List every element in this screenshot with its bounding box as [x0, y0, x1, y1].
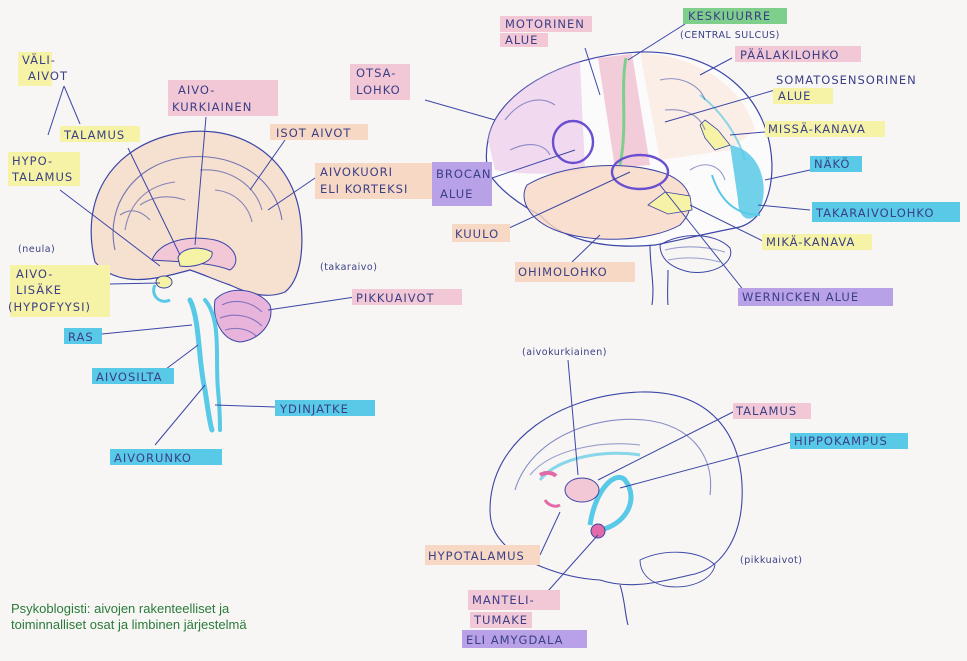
- label-aivosilta: AIVOSILTA: [96, 370, 163, 384]
- label-aivokurkiainen: AIVO- KURKIAINEN: [172, 83, 252, 114]
- label-takaraivo-note: (takaraivo): [320, 262, 377, 273]
- label-missa-kanava: MISSÄ-KANAVA: [768, 121, 866, 136]
- limbic-leader-lines: [539, 359, 796, 601]
- label-otsalohko: OTSA- LOHKO: [356, 66, 401, 97]
- label-kuulo: KUULO: [455, 227, 499, 241]
- label-broca: BROCAN ALUE: [436, 167, 496, 201]
- lateral-brain-drawing: [485, 51, 773, 306]
- label-aivokuori: AIVOKUORI ELI KORTEKSI: [320, 165, 408, 196]
- label-ydinjatke: YDINJATKE: [279, 402, 349, 416]
- label-aivokurkiainen-note: (aivokurkiainen): [522, 347, 607, 358]
- sagittal-brain-drawing: [90, 130, 303, 433]
- limbic-brain-drawing: [489, 391, 743, 626]
- label-takaraivolohko: TAKARAIVOLOHKO: [815, 206, 934, 220]
- label-motorinen: MOTORINEN ALUE: [505, 17, 590, 47]
- labels: VÄLI- AIVOT TALAMUS HYPO- TALAMUS AIVO- …: [8, 9, 934, 647]
- label-hypotalamus-left: HYPO- TALAMUS: [11, 154, 73, 184]
- label-wernicke: WERNICKEN ALUE: [742, 290, 859, 304]
- label-mika-kanava: MIKÄ-KANAVA: [766, 234, 855, 249]
- label-talamus-right: TALAMUS: [735, 404, 797, 418]
- label-pikkuaivot-left: PIKKUAIVOT: [356, 291, 435, 305]
- highlight-swatches: [8, 8, 960, 648]
- label-neula-note: (neula): [18, 244, 55, 255]
- caption-line-2: toiminnalliset osat ja limbinen järjeste…: [11, 617, 247, 632]
- caption: Psykoblogisti: aivojen rakenteelliset ja…: [11, 601, 331, 633]
- lateral-leader-lines: [424, 23, 811, 293]
- label-pikkuaivot-note: (pikkuaivot): [740, 555, 802, 566]
- label-paalakilohko: PÄÄLAKILOHKO: [740, 47, 839, 62]
- label-isot-aivot: ISOT AIVOT: [276, 126, 351, 140]
- label-keskiuurre: KESKIUURRE: [688, 9, 771, 23]
- label-aivolisake: AIVO- LISÄKE (HYPOFYYSI): [8, 267, 91, 314]
- label-aivorunko: AIVORUNKO: [114, 451, 192, 465]
- label-nako: NÄKÖ: [814, 155, 850, 171]
- label-mantelitumake: MANTELI- TUMAKE ELI AMYGDALA: [466, 593, 564, 647]
- label-hippokampus: HIPPOKAMPUS: [794, 434, 888, 448]
- label-somatosensorinen: SOMATOSENSORINEN ALUE: [776, 73, 921, 103]
- label-hypotalamus-right: HYPOTALAMUS: [428, 549, 525, 563]
- label-central-sulcus: (CENTRAL SULCUS): [680, 30, 780, 41]
- label-ras: RAS: [68, 330, 94, 344]
- caption-line-1: Psykoblogisti: aivojen rakenteelliset ja: [11, 601, 230, 616]
- label-valiaivot: VÄLI- AIVOT: [22, 52, 68, 83]
- label-ohimolohko: OHIMOLOHKO: [518, 265, 608, 279]
- label-talamus-left: TALAMUS: [63, 128, 125, 142]
